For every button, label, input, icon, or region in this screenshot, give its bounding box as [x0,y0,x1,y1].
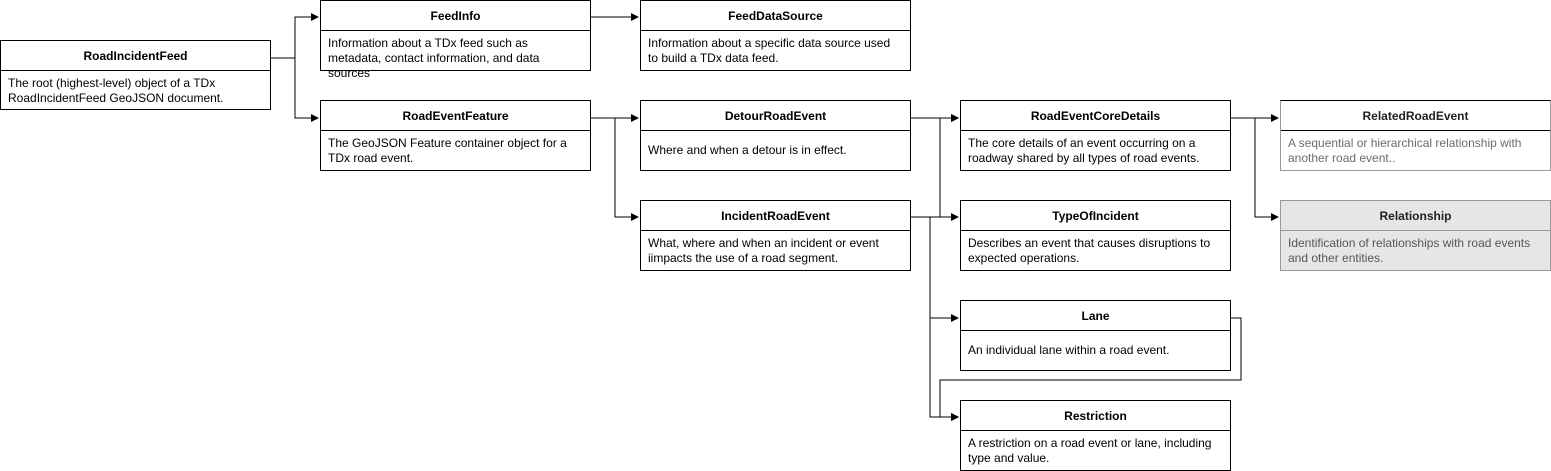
node-typeofincident[interactable]: TypeOfIncident Describes an event that c… [960,200,1231,271]
edge-lane-restriction [939,317,1242,421]
node-title: IncidentRoadEvent [641,201,910,231]
node-detourroadevent[interactable]: DetourRoadEvent Where and when a detour … [640,100,911,171]
edge-roadincidentfeed-feedinfo [271,13,319,59]
node-description: Information about a TDx feed such as met… [328,36,540,80]
node-title: TypeOfIncident [961,201,1230,231]
node-feedinfo[interactable]: FeedInfo Information about a TDx feed su… [320,0,591,80]
node-title: RoadEventFeature [321,101,590,131]
node-description: What, where and when an incident or even… [648,236,879,265]
edge-roadincidentfeed-roadeventfeature [271,57,319,122]
node-description: The core details of an event occurring o… [968,136,1200,165]
edge-roadeventcoredetails-relationship [1231,117,1279,221]
node-description: Where and when a detour is in effect. [648,143,847,157]
edge-incidentroadevent-restriction [929,217,959,421]
node-description: An individual lane within a road event. [968,343,1170,357]
node-relatedroadevent[interactable]: RelatedRoadEvent A sequential or hierarc… [1280,100,1551,171]
node-roadeventfeature[interactable]: RoadEventFeature The GeoJSON Feature con… [320,100,591,171]
node-title: FeedDataSource [641,1,910,31]
node-title: RoadEventCoreDetails [961,101,1230,131]
node-restriction[interactable]: Restriction A restriction on a road even… [960,400,1231,471]
node-roadincidentfeed[interactable]: RoadIncidentFeed The root (highest-level… [0,40,271,110]
node-title: RoadIncidentFeed [1,41,270,71]
node-title: FeedInfo [321,1,590,31]
node-lane[interactable]: Lane An individual lane within a road ev… [960,300,1231,371]
node-description: The root (highest-level) object of a TDx… [8,76,224,105]
node-roadeventcoredetails[interactable]: RoadEventCoreDetails The core details of… [960,100,1231,171]
node-title: Relationship [1281,201,1550,231]
node-title: Restriction [961,401,1230,431]
node-description: A sequential or hierarchical relationshi… [1288,136,1522,165]
edge-roadeventfeature-incidentroadevent [591,117,639,221]
node-incidentroadevent[interactable]: IncidentRoadEvent What, where and when a… [640,200,911,271]
node-title: DetourRoadEvent [641,101,910,131]
node-description: Identification of relationships with roa… [1288,236,1531,265]
node-relationship[interactable]: Relationship Identification of relations… [1280,200,1551,271]
node-feeddatasource[interactable]: FeedDataSource Information about a speci… [640,0,911,71]
edge-incidentroadevent-roadeventcoredetails [911,114,959,218]
edge-incidentroadevent-lane [911,216,959,322]
node-description: The GeoJSON Feature container object for… [328,136,567,165]
node-description: Describes an event that causes disruptio… [968,236,1211,265]
node-description: Information about a specific data source… [648,36,891,65]
node-title: RelatedRoadEvent [1281,101,1550,131]
node-title: Lane [961,301,1230,331]
node-description: A restriction on a road event or lane, i… [968,436,1212,465]
